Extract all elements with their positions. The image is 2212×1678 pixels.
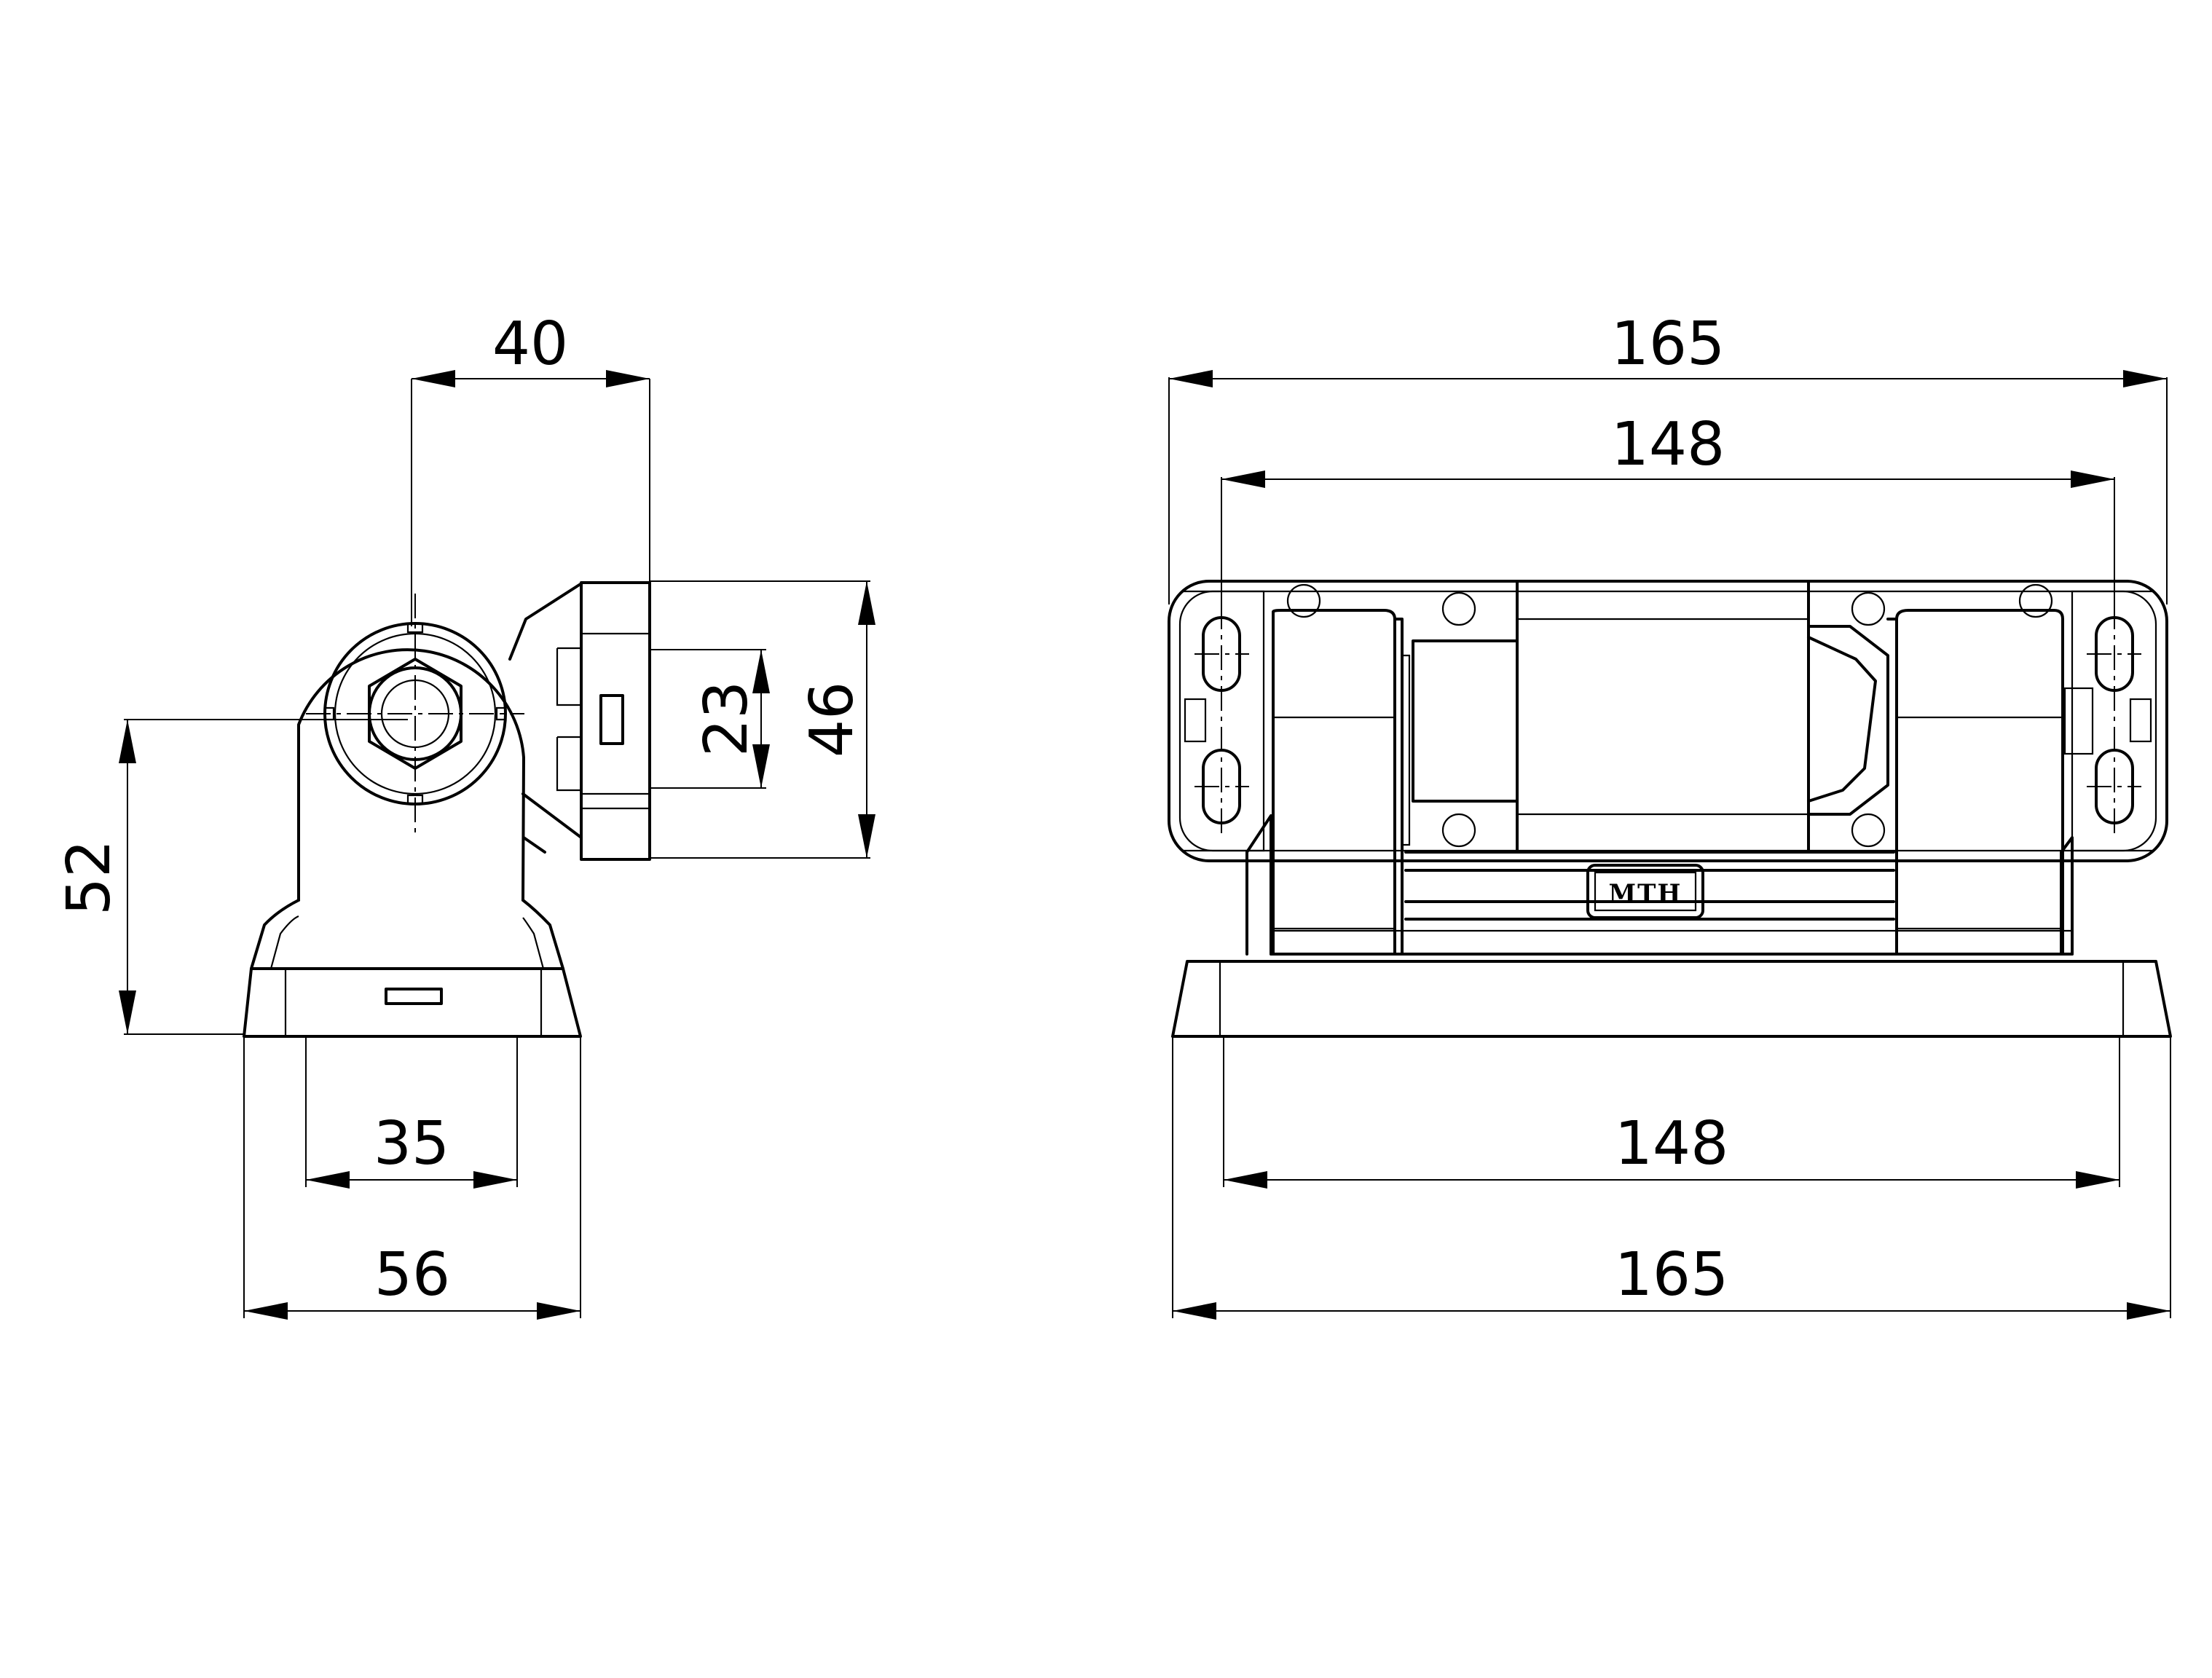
front-view: MTH 165 (1168, 310, 2172, 1320)
dim-40: 40 (411, 310, 650, 626)
side-body (297, 581, 584, 902)
dim-148-top-label: 148 (1611, 410, 1725, 479)
dim-165-top-label: 165 (1611, 310, 1725, 379)
dim-52: 52 (55, 719, 408, 1035)
dim-165-bottom: 165 (1172, 1036, 2171, 1320)
dim-46: 46 (650, 580, 875, 859)
logo-plate (1586, 864, 1704, 919)
dim-56-label: 56 (374, 1240, 450, 1309)
dim-35: 35 (305, 1036, 518, 1189)
front-mounting-slots (1184, 604, 2152, 838)
dim-46-label: 46 (798, 682, 867, 757)
dim-165-top: 165 (1168, 310, 2168, 604)
dim-148-bottom: 148 (1223, 1036, 2120, 1189)
dim-23: 23 (650, 649, 770, 789)
dim-35-label: 35 (374, 1109, 449, 1178)
front-base (1171, 960, 2172, 1038)
front-right-cover (1886, 609, 2064, 956)
front-left-cover (1272, 609, 1411, 956)
front-center-block (1412, 580, 1889, 854)
dim-40-label: 40 (492, 310, 568, 379)
front-housing: MTH (1245, 814, 2074, 956)
side-view: 40 23 46 52 35 56 (55, 310, 875, 1320)
dim-52-label: 52 (55, 840, 124, 915)
side-base-slot (385, 988, 443, 1005)
front-flange (1168, 580, 2168, 862)
side-base (243, 899, 582, 1038)
front-screws (1286, 583, 2053, 848)
dim-148-top: 148 (1221, 410, 2115, 612)
dim-165-bottom-label: 165 (1615, 1240, 1729, 1309)
dim-56: 56 (243, 1036, 581, 1320)
dim-23-label: 23 (692, 681, 761, 757)
mth-logo: MTH (1608, 879, 1682, 908)
side-entry-block (556, 581, 651, 861)
dim-148-bottom-label: 148 (1615, 1109, 1729, 1178)
